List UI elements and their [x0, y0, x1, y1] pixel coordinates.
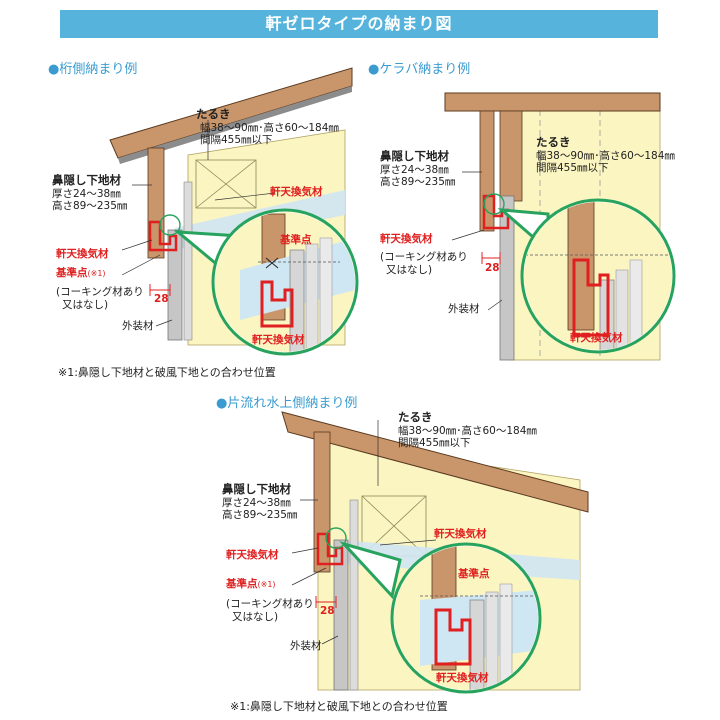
section-title-keraba: ●ケラバ納まり例 — [368, 62, 471, 77]
keta-nokiten: 軒天換気材 — [56, 248, 109, 260]
keta-kijunten: 基準点 — [56, 267, 88, 279]
kata-hanakakushi-spec2: 高さ89～235㎜ — [222, 509, 298, 521]
vent-material — [148, 220, 178, 252]
keta-caulking2: 又はなし) — [62, 299, 109, 311]
keta-caulking1: (コーキング材あり — [56, 286, 144, 298]
keraba-roof-board — [444, 92, 661, 112]
footnote-bottom: ※1:鼻隠し下地材と破風下地との合わせ位置 — [230, 700, 448, 713]
kata-taruki-label: たるき — [398, 411, 433, 424]
kata-cladding — [333, 539, 349, 691]
section-title-katanagare: ●片流れ水上側納まり例 — [216, 396, 358, 411]
keraba-taruki: たるき — [536, 135, 571, 149]
keraba-caulking1: (コーキング材あり — [380, 251, 468, 263]
kata-taruki-spec1: 幅38～90㎜･高さ60～184㎜ — [398, 425, 537, 437]
rafter-lattice — [195, 159, 257, 209]
keta-zoom-nokiten: 軒天換気材 — [252, 334, 305, 346]
keraba-taruki-label: たるき — [536, 136, 571, 149]
kata-hanakakushi-spec1: 厚さ24～38㎜ — [222, 497, 291, 509]
kata-hanakakushi: 鼻隠し下地材 — [222, 482, 291, 496]
kata-roof-board — [281, 411, 589, 513]
keraba-taruki-spec1: 幅38～90㎜･高さ60～184㎜ — [536, 150, 675, 162]
kata-taruki-spec2: 間隔455㎜以下 — [398, 437, 471, 449]
detail-marker — [159, 214, 181, 236]
keraba-hanakakushi: 鼻隠し下地材 — [380, 149, 449, 163]
keraba-hanakakushi-label: 鼻隠し下地材 — [380, 150, 449, 163]
kata-gaisouzai: 外装材 — [290, 640, 322, 652]
keta-kijunten-label: 基準点(※1) — [56, 267, 106, 280]
kata-kijunten-note: (※1) — [257, 580, 276, 589]
keraba-hanakakushi-spec1: 厚さ24～38㎜ — [380, 164, 449, 176]
keraba-gaisouzai: 外装材 — [448, 303, 480, 315]
keta-taruki-spec1: 幅38～90㎜･高さ60～184㎜ — [200, 122, 339, 134]
keraba-taruki-spec2: 間隔455㎜以下 — [536, 162, 609, 174]
footnote-top: ※1:鼻隠し下地材と破風下地との合わせ位置 — [58, 366, 276, 379]
keta-hanakakushi-spec2: 高さ89～235㎜ — [52, 200, 128, 212]
wall-panel — [183, 181, 193, 341]
kata-taruki: たるき — [398, 410, 433, 424]
kata-dim-28: 28 — [320, 605, 335, 617]
keta-hanakakushi: 鼻隠し下地材 — [52, 173, 121, 187]
keraba-caulking2: 又はなし) — [386, 264, 433, 276]
kata-kijunten-label: 基準点(※1) — [226, 578, 276, 591]
kata-hanakakushi-label: 鼻隠し下地材 — [222, 483, 291, 496]
kata-zoom-kijunten: 基準点 — [458, 568, 490, 580]
kata-caulking1: (コーキング材あり — [226, 598, 314, 610]
keta-dim-28: 28 — [154, 293, 169, 305]
keraba-cladding — [499, 195, 515, 361]
keraba-zoom-nokiten: 軒天換気材 — [570, 332, 623, 344]
keraba-nokiten: 軒天換気材 — [380, 233, 433, 245]
keta-kijunten-note: (※1) — [87, 269, 106, 278]
kata-kijunten: 基準点 — [226, 578, 258, 590]
kata-nokiten: 軒天換気材 — [226, 549, 279, 561]
keta-hanakakushi-spec1: 厚さ24～38㎜ — [52, 188, 121, 200]
exterior-cladding — [167, 229, 183, 341]
kata-zoom-nokiten: 軒天換気材 — [436, 672, 489, 684]
page-title: 軒ゼロタイプの納まり図 — [60, 10, 658, 38]
keraba-dim-28: 28 — [485, 262, 500, 274]
roof-edge — [118, 86, 352, 164]
keta-hanakakushi-label: 鼻隠し下地材 — [52, 174, 121, 187]
keta-nokiten-upper: 軒天換気材 — [270, 186, 323, 198]
keta-gaisouzai: 外装材 — [122, 320, 154, 332]
kata-caulking2: 又はなし) — [232, 611, 279, 623]
keta-taruki-spec2: 間隔455㎜以下 — [200, 134, 273, 146]
keraba-hanakakushi-spec2: 高さ89～235㎜ — [380, 176, 456, 188]
kata-nokiten-upper: 軒天換気材 — [434, 528, 487, 540]
keta-zoom-kijunten: 基準点 — [280, 234, 312, 246]
keta-taruki-label: たるき — [196, 108, 231, 121]
keta-taruki: たるき — [196, 107, 231, 121]
section-title-keta: ●桁側納まり例 — [48, 62, 138, 77]
leader-lines-keta — [121, 120, 276, 327]
